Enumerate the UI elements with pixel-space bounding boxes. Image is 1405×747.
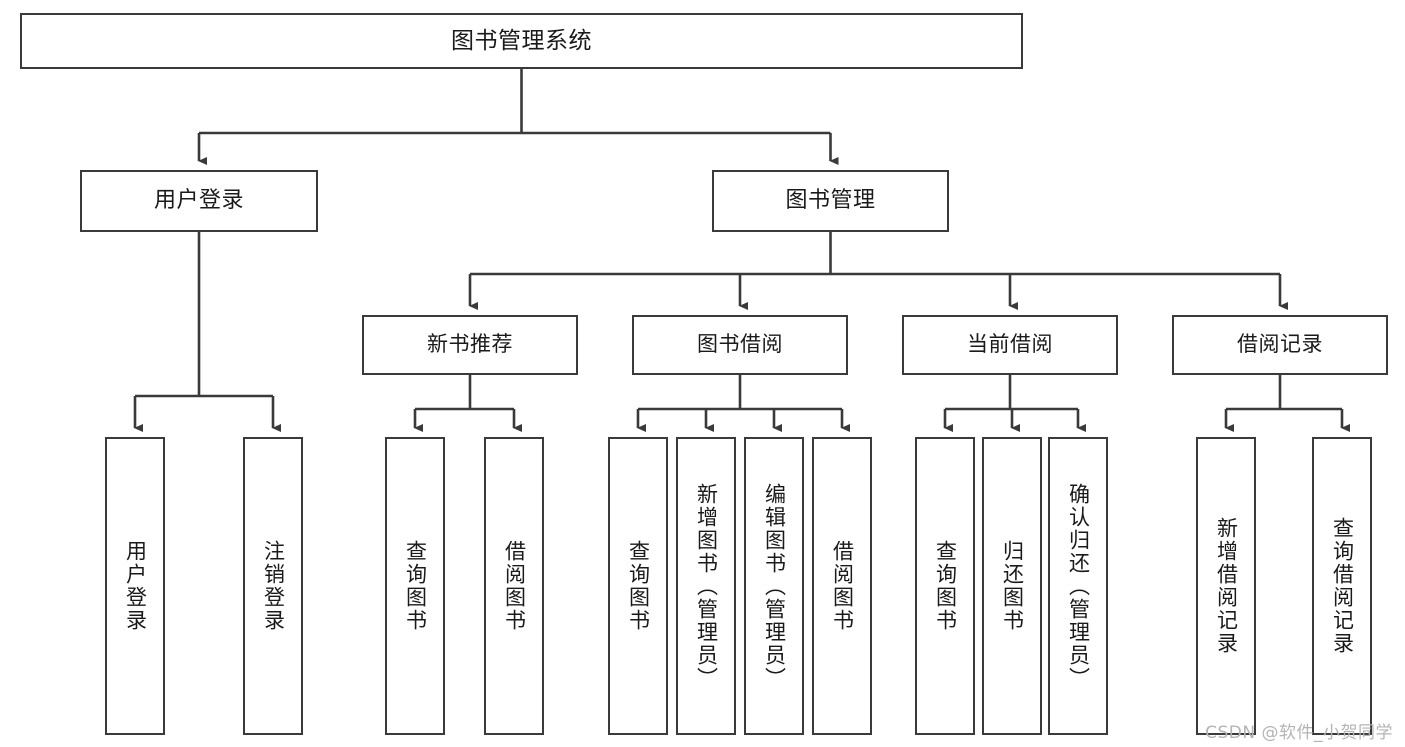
node-label: 用户登录 <box>153 187 244 213</box>
node-label: 编辑图书（管理员） <box>762 482 787 690</box>
node-leaf-rec-query[interactable]: 查询图书 <box>385 437 445 735</box>
node-leaf-rec-borrow[interactable]: 借阅图书 <box>484 437 544 735</box>
node-root[interactable]: 图书管理系统 <box>20 13 1023 69</box>
node-leaf-bb-edit[interactable]: 编辑图书（管理员） <box>744 437 804 735</box>
node-label: 借阅图书 <box>830 540 855 632</box>
node-label: 查询图书 <box>403 540 428 632</box>
node-label: 查询图书 <box>626 540 651 632</box>
node-leaf-bb-query[interactable]: 查询图书 <box>608 437 668 735</box>
node-leaf-cb-query[interactable]: 查询图书 <box>915 437 975 735</box>
node-label: 图书管理 <box>785 187 876 213</box>
node-label: 注销登录 <box>261 540 286 632</box>
node-label: 确认归还（管理员） <box>1066 482 1091 690</box>
node-label: 查询借阅记录 <box>1330 517 1355 655</box>
node-label: 图书借阅 <box>697 332 783 357</box>
node-leaf-br-query[interactable]: 查询借阅记录 <box>1312 437 1372 735</box>
node-leaf-logout[interactable]: 注销登录 <box>243 437 303 735</box>
node-leaf-cb-confirm[interactable]: 确认归还（管理员） <box>1048 437 1108 735</box>
node-label: 查询图书 <box>933 540 958 632</box>
edges <box>133 69 1350 432</box>
node-label: 新增借阅记录 <box>1214 517 1239 655</box>
node-leaf-br-add[interactable]: 新增借阅记录 <box>1196 437 1256 735</box>
node-label: 归还图书 <box>1000 540 1025 632</box>
node-label: 新书推荐 <box>427 332 513 357</box>
node-borrow-record[interactable]: 借阅记录 <box>1172 315 1388 375</box>
node-book-borrow[interactable]: 图书借阅 <box>632 315 848 375</box>
node-leaf-bb-add[interactable]: 新增图书（管理员） <box>676 437 736 735</box>
node-new-book-rec[interactable]: 新书推荐 <box>362 315 578 375</box>
node-user-login[interactable]: 用户登录 <box>80 170 318 232</box>
node-leaf-cb-return[interactable]: 归还图书 <box>982 437 1042 735</box>
node-book-manage[interactable]: 图书管理 <box>712 170 949 232</box>
node-label: 当前借阅 <box>967 332 1053 357</box>
node-label: 借阅图书 <box>502 540 527 632</box>
node-label: 用户登录 <box>123 540 148 632</box>
node-label: 新增图书（管理员） <box>694 482 719 690</box>
node-leaf-user-login[interactable]: 用户登录 <box>105 437 165 735</box>
node-leaf-bb-borrow[interactable]: 借阅图书 <box>812 437 872 735</box>
node-label: 图书管理系统 <box>451 27 592 54</box>
node-label: 借阅记录 <box>1237 332 1323 357</box>
node-current-borrow[interactable]: 当前借阅 <box>902 315 1118 375</box>
